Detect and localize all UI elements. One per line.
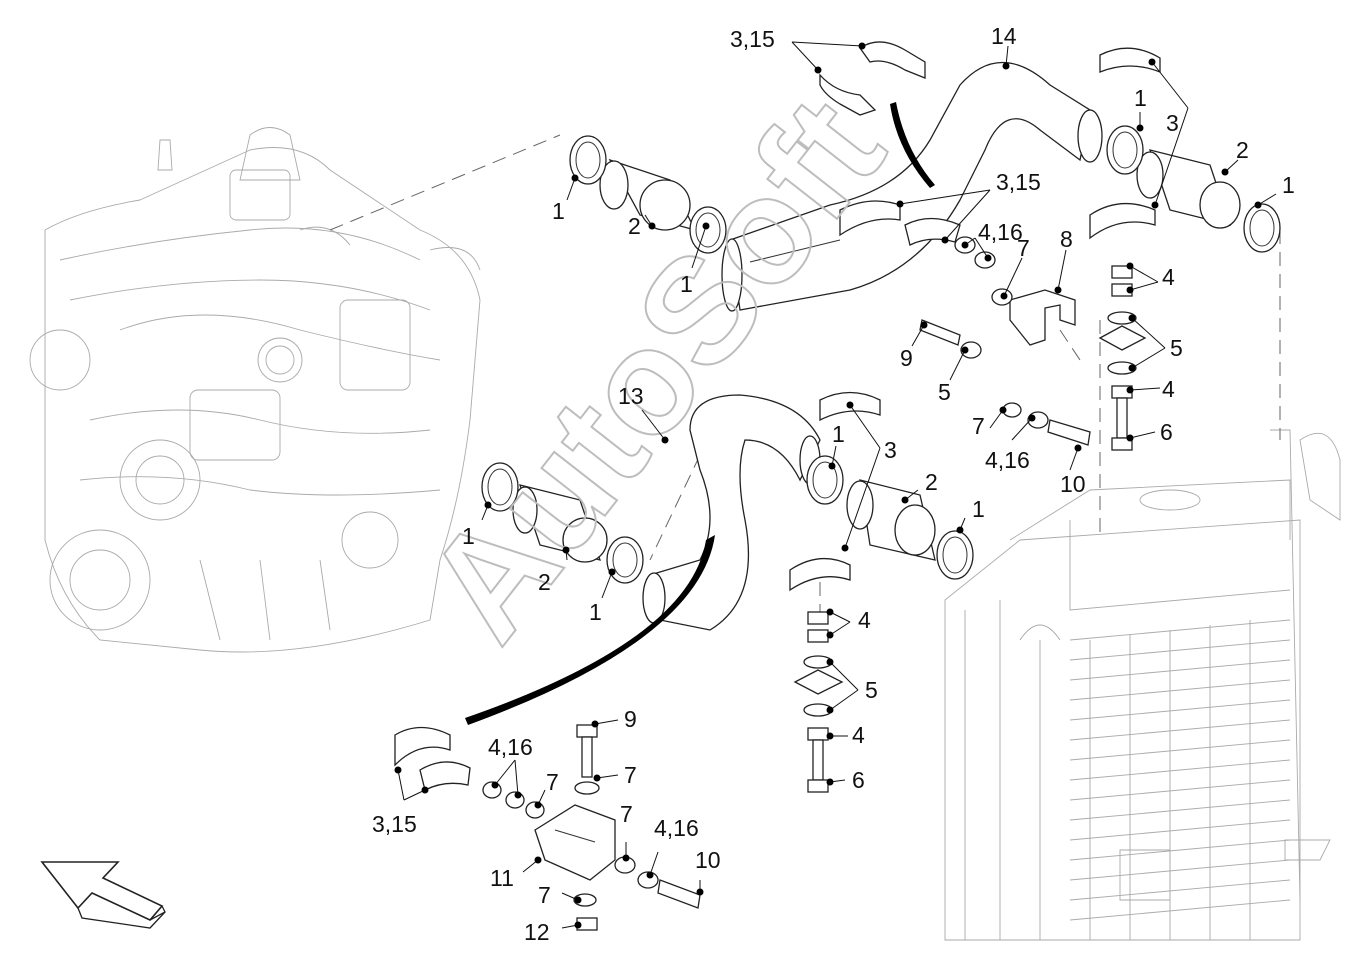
callout-labels: 3,15 14 1 3 2 1 1 2 1 3,15 4,16 7 8 4 5 … (372, 23, 1295, 945)
callout-7: 7 (538, 882, 551, 908)
callout-10: 10 (695, 847, 721, 873)
callout-9: 9 (624, 706, 637, 732)
charge-air-pipe-lower (642, 394, 821, 631)
callout-1: 1 (462, 523, 475, 549)
callout-7: 7 (620, 801, 633, 827)
callout-14: 14 (991, 23, 1017, 49)
alignment-lines (329, 134, 1281, 620)
callout-7: 7 (972, 413, 985, 439)
callout-3: 3 (1166, 110, 1179, 136)
callout-11: 11 (490, 865, 514, 891)
callout-1: 1 (1134, 85, 1147, 111)
callout-1: 1 (832, 421, 845, 447)
callout-4-16: 4,16 (985, 447, 1030, 473)
callout-4: 4 (1162, 264, 1175, 290)
hose-clamps (481, 125, 1281, 584)
engine-illustration (29, 127, 481, 653)
callout-7: 7 (1017, 235, 1030, 261)
callout-1: 1 (552, 198, 565, 224)
callout-2: 2 (628, 213, 641, 239)
callout-3-15: 3,15 (730, 26, 775, 52)
pipe-brackets (394, 41, 1161, 791)
callout-4-16: 4,16 (978, 219, 1023, 245)
callout-4: 4 (1162, 376, 1175, 402)
callout-1: 1 (1282, 172, 1295, 198)
callout-5: 5 (865, 677, 878, 703)
callout-4: 4 (852, 722, 865, 748)
callout-6: 6 (1160, 419, 1173, 445)
callout-6: 6 (852, 767, 865, 793)
callout-4-16: 4,16 (488, 734, 533, 760)
callout-9: 9 (900, 345, 913, 371)
callout-2: 2 (1236, 137, 1249, 163)
callout-4-16: 4,16 (654, 815, 699, 841)
callout-4: 4 (858, 607, 871, 633)
hose-connectors (512, 149, 1241, 563)
callout-1: 1 (972, 496, 985, 522)
callout-10: 10 (1060, 471, 1086, 497)
callout-12: 12 (524, 919, 550, 945)
support-brackets (534, 289, 1076, 881)
callout-5: 5 (1170, 335, 1183, 361)
callout-7: 7 (624, 762, 637, 788)
callout-5: 5 (938, 379, 951, 405)
callout-1: 1 (589, 599, 602, 625)
reference-arrows (465, 102, 935, 725)
callout-7: 7 (546, 769, 559, 795)
radiator-illustration (944, 429, 1341, 941)
direction-arrow-icon (40, 861, 166, 929)
callout-dots (394, 42, 1262, 929)
callout-2: 2 (538, 569, 551, 595)
callout-3: 3 (884, 437, 897, 463)
leader-lines (397, 41, 1277, 929)
callout-8: 8 (1060, 226, 1073, 252)
callout-1: 1 (680, 271, 693, 297)
charge-air-pipe-upper (721, 62, 1103, 312)
callout-2: 2 (925, 469, 938, 495)
fastener-stacks (482, 236, 1147, 931)
callout-13: 13 (618, 383, 644, 409)
callout-3-15: 3,15 (372, 811, 417, 837)
callout-3-15: 3,15 (996, 169, 1041, 195)
